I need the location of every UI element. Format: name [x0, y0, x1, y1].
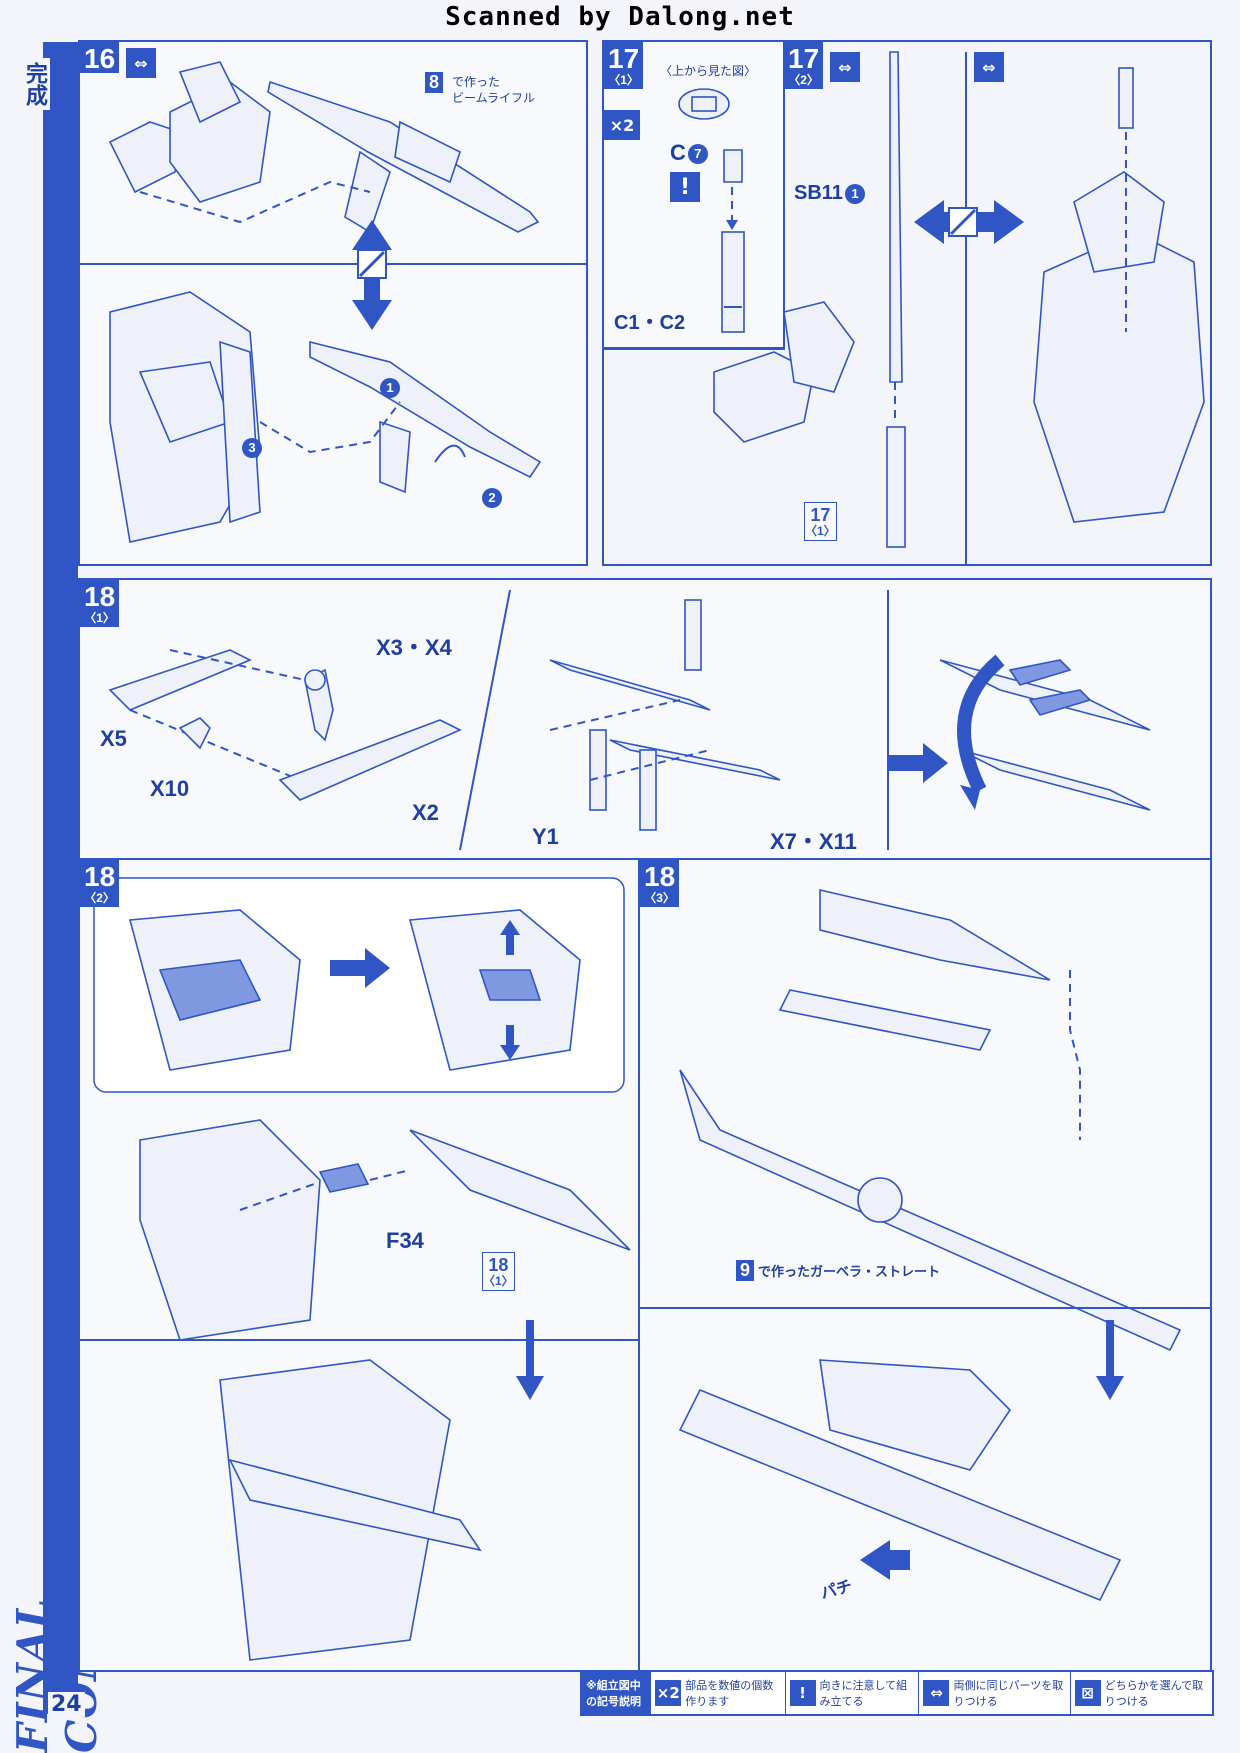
legend-item-choose-one: ⊠ どちらかを選んで取りつける	[1071, 1672, 1212, 1714]
step18-1-number: 18〈1〉	[80, 580, 120, 627]
step17-2-illustration	[604, 42, 1205, 564]
step17-1-illustration	[678, 88, 745, 333]
both-sides-icon-17-2a: ⇔	[830, 52, 860, 82]
rifle-ref: 8	[425, 72, 447, 93]
step18-1-illustration	[108, 589, 1151, 851]
step18-1-panel: 18〈1〉 X3・X4 X5 X10 X2 Y1 X7・X11	[78, 578, 1212, 862]
step18-3-illustration	[640, 888, 1210, 1602]
part-y1: Y1	[532, 824, 559, 849]
part-x2: X2	[412, 800, 439, 825]
symbol-legend: ※組立図中の記号説明 ×2 部品を数値の個数作ります ! 向きに注意して組み立て…	[580, 1670, 1214, 1716]
step16-panel: 16 ⇔ 8 で作った ビームライフル 1 2 3	[78, 40, 588, 566]
step18-2-panel: 18〈2〉 F34 18〈1〉	[78, 858, 642, 1672]
step17-1-ref: 17〈1〉	[804, 502, 837, 541]
step17-2-number: 17〈2〉	[784, 42, 824, 89]
step18-1-ref: 18〈1〉	[482, 1252, 515, 1291]
seq-3: 3	[240, 434, 262, 460]
step18-2-illustration	[80, 877, 640, 1661]
choose-one-arrow	[352, 220, 392, 330]
top-view-label: 〈上から見た図〉	[660, 64, 757, 78]
both-sides-icon-17-2b: ⇔	[974, 52, 1004, 82]
legend-item-multiply: ×2 部品を数値の個数作ります	[651, 1672, 786, 1714]
caution-icon: !	[789, 1680, 816, 1706]
both-sides-icon: ⇔	[923, 1680, 950, 1706]
part-x10: X10	[150, 776, 190, 801]
part-x3x4: X3・X4	[376, 635, 452, 660]
rifle-ref-label: で作った ビームライフル	[452, 75, 536, 105]
step18-2-number: 18〈2〉	[80, 860, 120, 907]
page-number: 24	[48, 1692, 85, 1717]
seq-2: 2	[480, 484, 502, 510]
multiply-icon: ×2	[604, 110, 640, 140]
seq-1: 1	[378, 374, 400, 400]
multiply-icon: ×2	[655, 1680, 682, 1706]
both-sides-icon: ⇔	[126, 48, 156, 78]
step18-3-number: 18〈3〉	[640, 860, 680, 907]
step16-number: 16	[80, 42, 120, 73]
part-x5: X5	[100, 726, 127, 751]
step17-1-number: 17〈1〉	[604, 42, 644, 89]
legend-title: ※組立図中の記号説明	[582, 1672, 652, 1714]
legend-item-both-sides: ⇔ 両側に同じパーツを取りつける	[919, 1672, 1071, 1714]
part-x7x11: X7・X11	[770, 829, 857, 854]
step16-illustration	[80, 61, 586, 543]
sidebar-spine	[43, 42, 78, 1714]
caution-icon: !	[670, 172, 700, 202]
part-c1c2: C1・C2	[614, 312, 686, 334]
part-f34: F34	[386, 1228, 424, 1253]
choose-one-icon: ⊠	[1074, 1680, 1101, 1706]
legend-item-caution: ! 向きに注意して組み立てる	[786, 1672, 920, 1714]
final-construction-title: FINAL CONSTRUCTION	[8, 1340, 106, 1753]
section-label: 完成	[0, 58, 50, 110]
scan-credit: Scanned by Dalong.net	[445, 2, 795, 32]
